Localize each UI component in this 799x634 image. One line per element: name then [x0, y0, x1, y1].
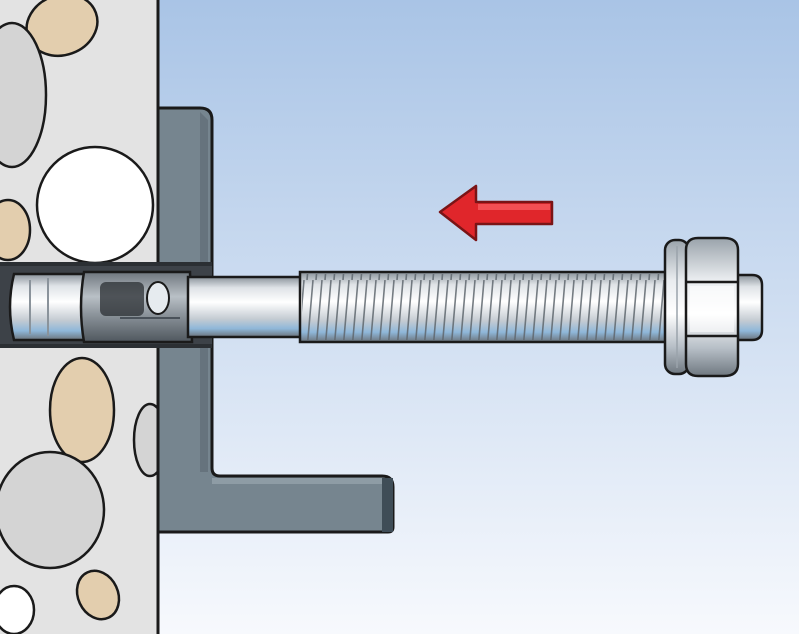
washer: [663, 238, 691, 376]
insert-direction-arrow: [438, 184, 554, 242]
stone: [0, 21, 48, 169]
stone: [132, 402, 158, 478]
aggregate-stones: [0, 0, 158, 634]
stone: [48, 356, 116, 464]
stone: [0, 198, 32, 262]
hex-nut: [684, 236, 740, 378]
stone: [0, 584, 36, 634]
stone: [35, 145, 155, 265]
stone: [75, 569, 121, 621]
wedge-anchor-bolt: [8, 270, 764, 344]
stone: [0, 450, 106, 570]
